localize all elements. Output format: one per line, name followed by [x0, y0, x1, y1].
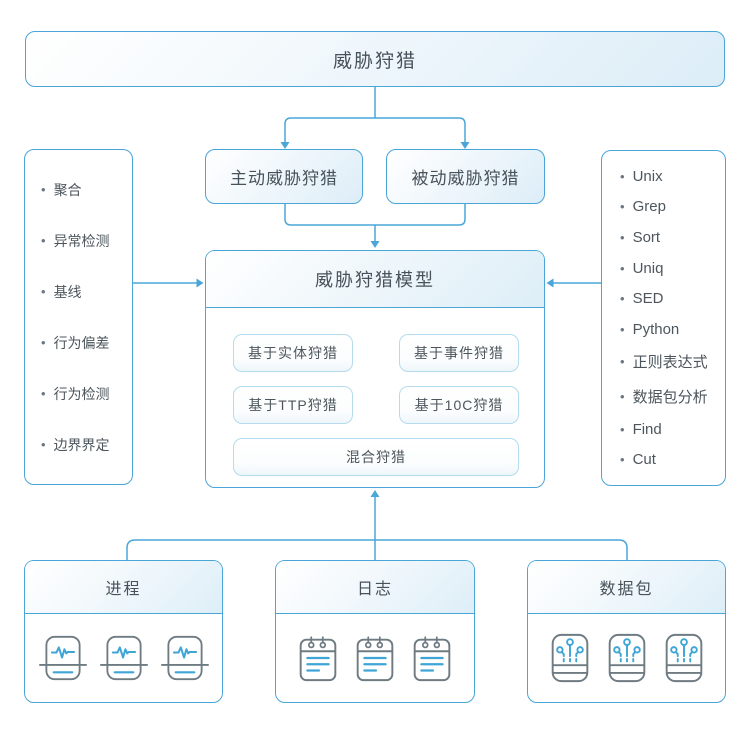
list-item-label: 基线: [53, 283, 82, 300]
list-item-label: Find: [632, 420, 662, 438]
list-item-label: 正则表达式: [632, 354, 708, 372]
list-item: • Uniq: [620, 260, 725, 277]
bullet-icon: •: [620, 421, 625, 437]
list-item: • Grep: [620, 198, 725, 215]
packet-circuit-icon: [551, 633, 588, 683]
method-event-based-hunting: 基于事件狩猎: [399, 334, 519, 372]
list-item: • Cut: [620, 451, 725, 468]
method-label: 混合狩猎: [346, 449, 406, 465]
bullet-icon: •: [620, 260, 625, 276]
log-notepad-icon: [356, 636, 394, 682]
arrowhead-right-model: [196, 278, 204, 288]
method-ioc-based-hunting: 基于10C狩猎: [399, 386, 519, 424]
method-label: 基于实体狩猎: [248, 345, 338, 361]
bullet-icon: •: [620, 354, 625, 370]
list-item-label: 边界界定: [53, 436, 110, 453]
bullet-icon: •: [41, 233, 46, 248]
list-item-label: Uniq: [632, 259, 664, 277]
bullet-icon: •: [620, 199, 625, 215]
bullet-icon: •: [620, 388, 625, 404]
list-item-label: SED: [632, 290, 664, 308]
list-item: • 基线: [41, 282, 132, 302]
list-item: • SED: [620, 290, 725, 307]
list-item: • 边界界定: [41, 435, 132, 455]
list-item-label: 行为检测: [53, 385, 110, 402]
method-label: 基于10C狩猎: [414, 397, 504, 413]
source-node-packets: 数据包: [527, 560, 726, 703]
list-item: • Python: [620, 321, 725, 338]
list-item: • Find: [620, 421, 725, 438]
list-item-label: Sort: [632, 228, 661, 246]
method-entity-based-hunting: 基于实体狩猎: [233, 334, 353, 372]
source-process-label: 进程: [105, 581, 142, 598]
list-item: • 行为偏差: [41, 333, 132, 353]
source-packets-label: 数据包: [599, 581, 654, 598]
list-item: • 正则表达式: [620, 351, 725, 372]
bullet-icon: •: [620, 291, 625, 307]
list-item-label: Unix: [632, 167, 663, 185]
branch-node-active-hunting: 主动威胁狩猎: [205, 149, 363, 204]
arrowhead-left-model: [546, 278, 554, 288]
process-activity-icon: [99, 635, 148, 681]
bullet-icon: •: [41, 284, 46, 299]
arrowhead-down-passive: [460, 142, 470, 149]
source-logs-header: 日志: [276, 561, 474, 614]
model-title: 威胁狩猎模型: [315, 270, 435, 290]
list-item: • 数据包分析: [620, 386, 725, 407]
arrowhead-down-model: [370, 241, 380, 248]
list-item: • 聚合: [41, 180, 132, 200]
list-item: • 异常检测: [41, 231, 132, 251]
branch-node-passive-hunting: 被动威胁狩猎: [386, 149, 545, 204]
log-notepad-icon: [413, 636, 451, 682]
right-tools-panel: • Unix • Grep • Sort • Uniq • SED • Python • 正则…: [601, 150, 726, 486]
list-item-label: Cut: [632, 451, 656, 469]
bullet-icon: •: [41, 182, 46, 197]
branch-active-label: 主动威胁狩猎: [230, 169, 338, 188]
source-logs-label: 日志: [356, 581, 393, 598]
bullet-icon: •: [41, 335, 46, 350]
list-item-label: 聚合: [53, 181, 82, 198]
model-node-threat-hunting-model: 威胁狩猎模型 基于实体狩猎 基于事件狩猎 基于TTP狩猎 基于10C狩猎 混合狩…: [205, 250, 545, 488]
method-label: 基于TTP狩猎: [248, 397, 338, 413]
list-item-label: Python: [632, 320, 680, 338]
packet-circuit-icon: [608, 633, 645, 683]
list-item: • 行为检测: [41, 384, 132, 404]
bullet-icon: •: [41, 437, 46, 452]
method-ttp-based-hunting: 基于TTP狩猎: [233, 386, 353, 424]
arrowhead-down-active: [280, 142, 290, 149]
process-activity-icon: [160, 635, 209, 681]
list-item: • Unix: [620, 168, 725, 185]
list-item-label: 异常检测: [53, 232, 110, 249]
source-node-logs: 日志: [275, 560, 475, 703]
log-notepad-icon: [299, 636, 337, 682]
source-node-process: 进程: [24, 560, 223, 703]
source-process-header: 进程: [25, 561, 222, 614]
arrowhead-up-model: [370, 490, 380, 497]
list-item-label: Grep: [632, 198, 666, 216]
source-packets-header: 数据包: [528, 561, 725, 614]
bullet-icon: •: [620, 168, 625, 184]
source-packets-icons: [528, 614, 725, 702]
method-label: 基于事件狩猎: [414, 345, 504, 361]
model-header: 威胁狩猎模型: [206, 251, 544, 308]
list-item-label: 数据包分析: [632, 388, 708, 406]
branch-passive-label: 被动威胁狩猎: [411, 169, 520, 188]
bullet-icon: •: [41, 386, 46, 401]
left-techniques-panel: • 聚合 • 异常检测 • 基线 • 行为偏差 • 行为检测 • 边界界定: [24, 149, 133, 485]
source-process-icons: [25, 614, 222, 702]
root-node-label: 威胁狩猎: [332, 50, 417, 72]
source-logs-icons: [276, 614, 474, 702]
list-item-label: 行为偏差: [53, 334, 110, 351]
process-activity-icon: [38, 635, 87, 681]
bullet-icon: •: [620, 229, 625, 245]
method-hybrid-hunting: 混合狩猎: [233, 438, 519, 476]
root-node-threat-hunting: 威胁狩猎: [25, 31, 725, 87]
packet-circuit-icon: [665, 633, 702, 683]
bullet-icon: •: [620, 452, 625, 468]
list-item: • Sort: [620, 229, 725, 246]
bullet-icon: •: [620, 321, 625, 337]
